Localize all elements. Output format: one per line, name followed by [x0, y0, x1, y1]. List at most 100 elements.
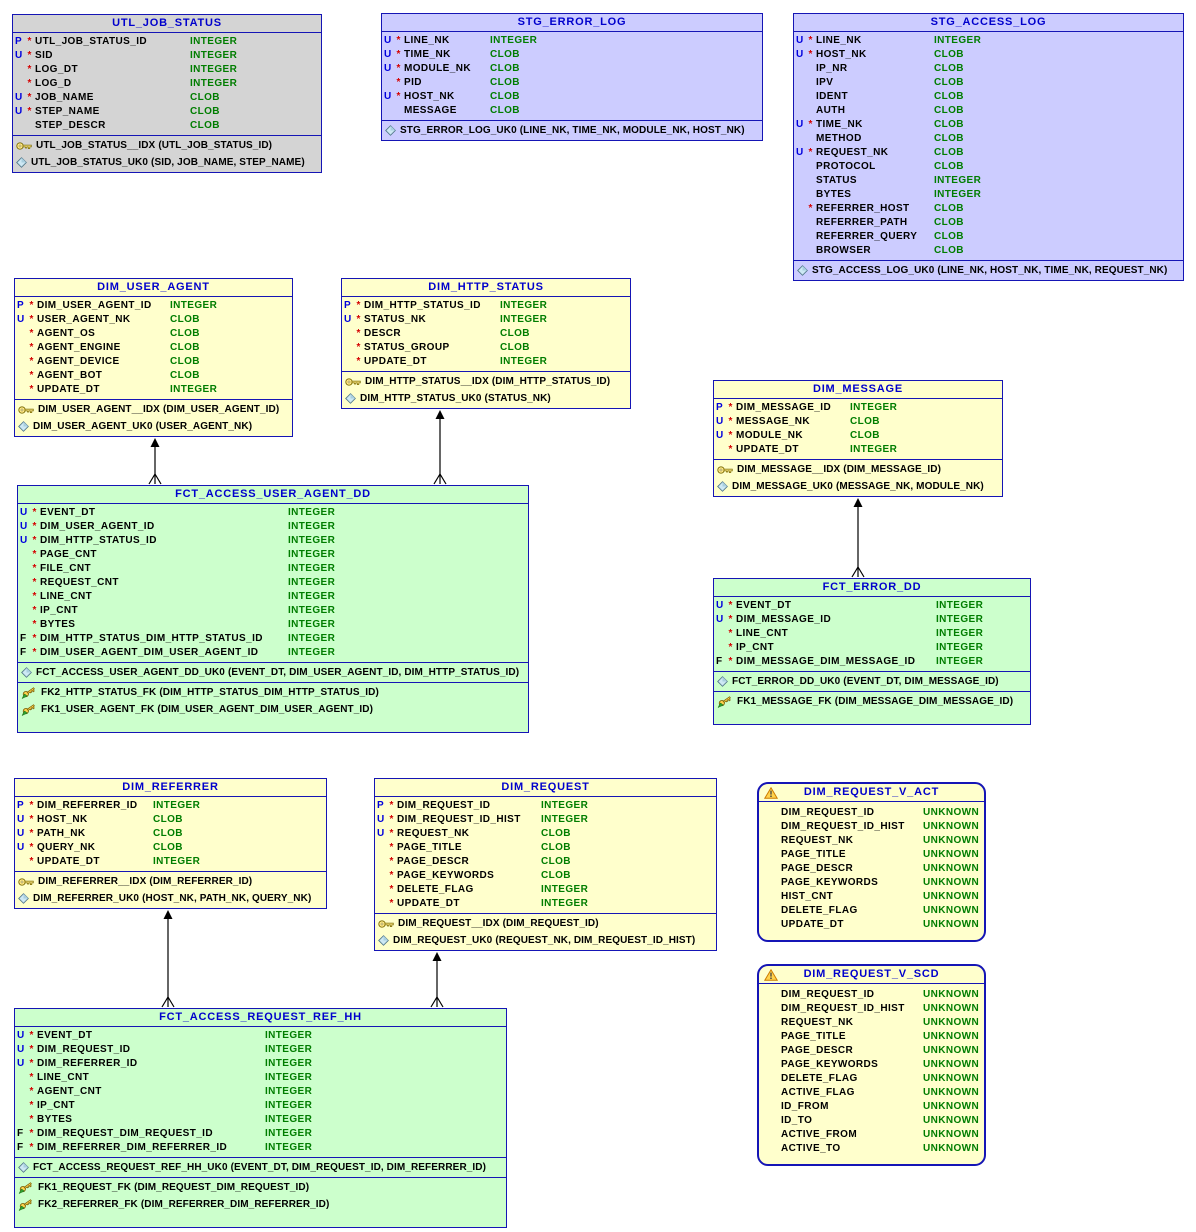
column-name: DIM_USER_AGENT_ID	[37, 300, 152, 311]
foreign-key-icon	[21, 704, 35, 716]
column-type: INTEGER	[190, 50, 238, 61]
table-header[interactable]: FCT_ACCESS_USER_AGENT_DD	[18, 486, 528, 504]
column-type: UNKNOWN	[923, 835, 980, 846]
column-name: TIME_NK	[404, 49, 451, 60]
column-key-marker: U	[384, 35, 392, 46]
table-header[interactable]: FCT_ERROR_DD	[714, 579, 1030, 597]
index-key-icon	[18, 877, 34, 886]
foreign-key-name: FK1_REQUEST_FK	[38, 1182, 132, 1193]
table-header[interactable]: DIM_USER_AGENT	[15, 279, 292, 297]
table-header[interactable]: DIM_REQUEST_V_SCD	[759, 966, 984, 984]
required-marker: *	[396, 49, 401, 60]
required-marker: *	[29, 1142, 34, 1153]
required-marker: *	[389, 800, 394, 811]
column-name: LINE_NK	[404, 35, 450, 46]
table-title: DIM_MESSAGE	[812, 383, 904, 395]
required-marker: *	[396, 35, 401, 46]
table-header[interactable]: DIM_REQUEST	[375, 779, 716, 797]
foreign-key-name: FK1_MESSAGE_FK	[737, 696, 832, 707]
column-key-marker: U	[17, 314, 25, 325]
column-name: AGENT_BOT	[37, 370, 103, 381]
table-header[interactable]: STG_ACCESS_LOG	[794, 14, 1183, 32]
index-name: DIM_HTTP_STATUS__IDX	[365, 376, 489, 387]
column-type: INTEGER	[190, 64, 238, 75]
column-type: INTEGER	[936, 656, 984, 667]
column-type: INTEGER	[170, 384, 218, 395]
column-key-marker: U	[20, 521, 28, 532]
column-type: INTEGER	[936, 614, 984, 625]
column-name: PAGE_CNT	[40, 549, 97, 560]
table-header[interactable]: FCT_ACCESS_REQUEST_REF_HH	[15, 1009, 506, 1027]
column-name: DIM_HTTP_STATUS_DIM_HTTP_STATUS_ID	[40, 633, 263, 644]
required-marker: *	[808, 203, 813, 214]
foreign-key-row: FK1_REQUEST_FK(DIM_REQUEST_DIM_REQUEST_I…	[15, 1179, 506, 1196]
column-key-marker	[15, 355, 26, 369]
column-key-marker: P	[17, 300, 24, 311]
required-marker: *	[356, 314, 361, 325]
column-key-marker	[15, 1071, 26, 1085]
table-header[interactable]: STG_ERROR_LOG	[382, 14, 762, 32]
index-row: FCT_ERROR_DD_UK0(EVENT_DT, DIM_MESSAGE_I…	[714, 673, 1030, 690]
required-marker: *	[32, 633, 37, 644]
table-header[interactable]: DIM_REQUEST_V_ACT	[759, 784, 984, 802]
required-marker: *	[29, 314, 34, 325]
one-side-arrowhead	[853, 498, 863, 507]
column-key-marker: U	[15, 92, 23, 103]
column-type: INTEGER	[190, 78, 238, 89]
column-key-marker	[382, 104, 393, 118]
index-name: DIM_HTTP_STATUS_UK0	[360, 393, 482, 404]
column-name: DIM_REQUEST_ID	[781, 989, 875, 1000]
required-marker: *	[396, 63, 401, 74]
column-type: INTEGER	[265, 1128, 313, 1139]
table-header[interactable]: DIM_MESSAGE	[714, 381, 1002, 399]
table-header[interactable]: DIM_HTTP_STATUS	[342, 279, 630, 297]
column-type: CLOB	[490, 63, 520, 74]
column-name: PAGE_KEYWORDS	[781, 877, 879, 888]
column-key-marker: U	[796, 147, 804, 158]
column-name: UPDATE_DT	[37, 856, 100, 867]
column-name: ID_TO	[781, 1115, 813, 1126]
table-header[interactable]: DIM_REFERRER	[15, 779, 326, 797]
column-key-marker	[15, 1085, 26, 1099]
table-header[interactable]: UTL_JOB_STATUS	[13, 15, 321, 33]
column-name: IP_CNT	[736, 642, 774, 653]
column-type: INTEGER	[936, 600, 984, 611]
column-key-marker	[382, 76, 393, 90]
column-key-marker	[794, 216, 805, 230]
required-marker: *	[29, 828, 34, 839]
column-type: INTEGER	[288, 591, 336, 602]
required-marker: *	[728, 628, 733, 639]
required-marker	[770, 1044, 781, 1058]
index-columns: (DIM_REQUEST_ID)	[502, 918, 599, 929]
table-title: DIM_REQUEST_V_ACT	[803, 786, 940, 798]
column-type: INTEGER	[850, 402, 898, 413]
column-key-marker: U	[716, 614, 724, 625]
index-row: UTL_JOB_STATUS__IDX(UTL_JOB_STATUS_ID)	[13, 137, 321, 154]
table-dim-user-agent[interactable]: DIM_USER_AGENT P *DIM_USER_AGENT_ID INTEGER…	[14, 278, 293, 437]
